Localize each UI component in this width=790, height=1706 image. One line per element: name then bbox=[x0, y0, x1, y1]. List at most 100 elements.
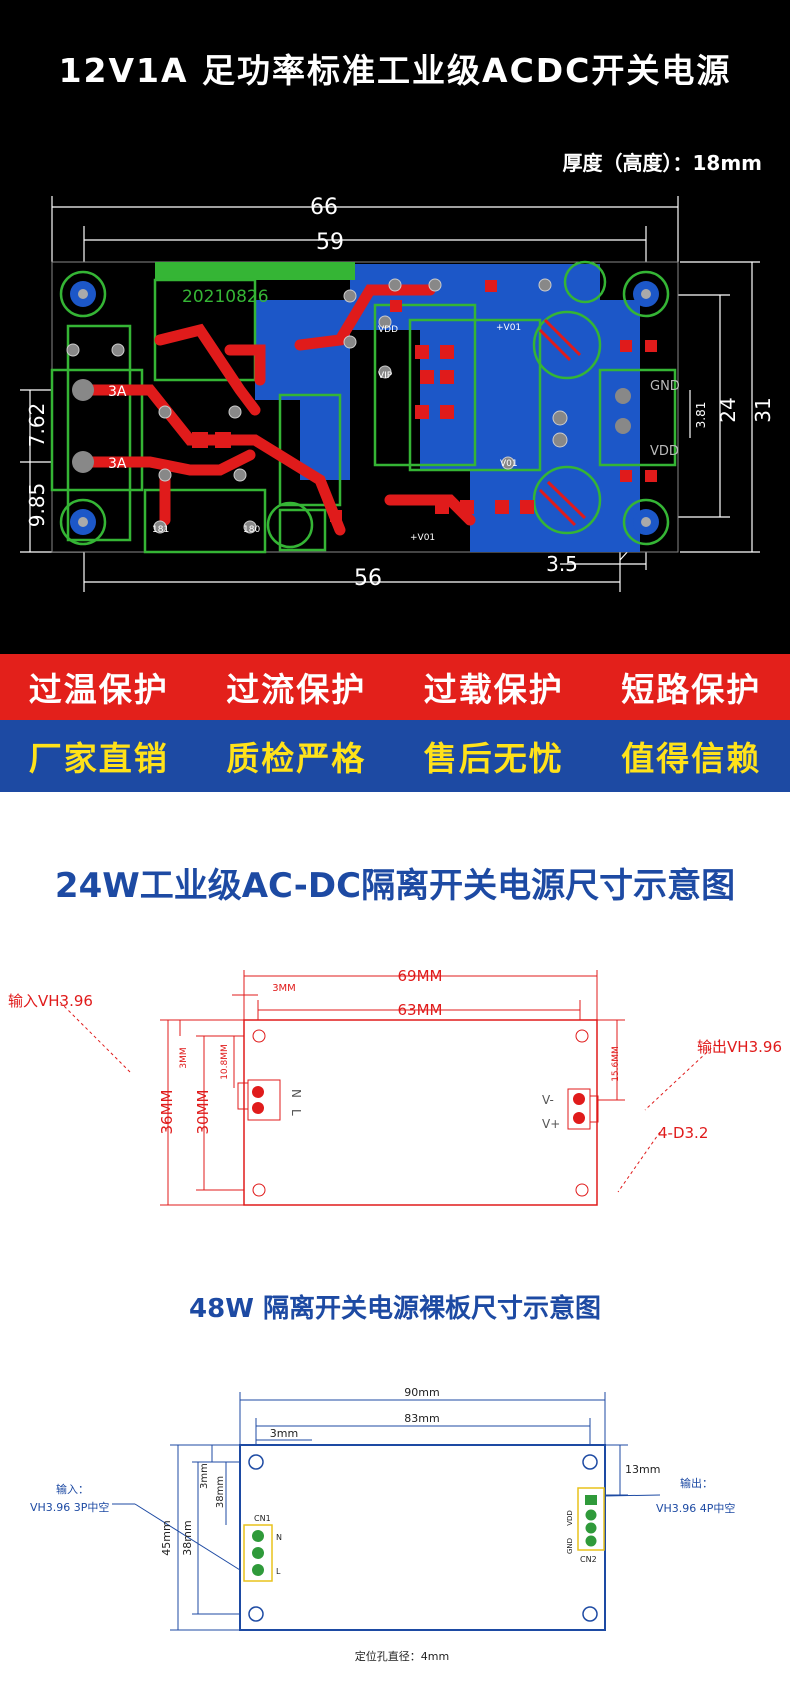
diagram-24w-title: 24W工业级AC-DC隔离开关电源尺寸示意图 bbox=[54, 866, 736, 906]
feature-short-circuit: 短路保护 bbox=[621, 670, 762, 709]
mount-hole-24w-bl bbox=[252, 1183, 266, 1197]
cn1-pin-l: L bbox=[276, 1567, 281, 1576]
cn2-connector bbox=[577, 1487, 605, 1551]
feature-after-sales: 售后无忧 bbox=[423, 739, 564, 778]
dim-9-85: 9.85 bbox=[25, 483, 49, 528]
leader-lines-24w bbox=[59, 1001, 721, 1193]
dim-30mm: 30MM bbox=[194, 1090, 212, 1135]
protection-banner: 过温保护 过流保护 过载保护 短路保护 bbox=[0, 654, 790, 720]
input-label-48w: 输入： bbox=[56, 1482, 89, 1496]
pcb-layout-drawing: 12V1A 足功率标准工业级ACDC开关电源 厚度（高度）：18mm bbox=[20, 51, 775, 592]
feature-overtemp: 过温保护 bbox=[28, 670, 169, 709]
vdd-pad-label: VDD bbox=[378, 325, 398, 335]
input-connector-24w bbox=[237, 1079, 281, 1121]
pcb-hero-section: 12V1A 足功率标准工业级ACDC开关电源 厚度（高度）：18mm bbox=[0, 0, 790, 654]
feature-factory-direct: 厂家直销 bbox=[28, 739, 169, 778]
dim-3-5: 3.5 bbox=[546, 552, 578, 576]
dim-56: 56 bbox=[354, 566, 382, 591]
cn1-pin-n: N bbox=[276, 1533, 282, 1542]
cn2-pin-vdd: VDD bbox=[566, 1510, 574, 1526]
vo2-label: V01 bbox=[500, 459, 518, 469]
mount-hole-48w-tl bbox=[248, 1454, 264, 1470]
diagram-24w: 69MM 63MM 3MM 3MM 10.8MM 15.6MM 36MM 30M… bbox=[8, 967, 782, 1206]
dim-3mm-left: 3MM bbox=[179, 1047, 189, 1068]
ac-fuse-label-1: 3A bbox=[108, 384, 127, 400]
dim-59: 59 bbox=[316, 230, 344, 255]
output-connector-24w bbox=[567, 1088, 599, 1130]
input-spec-48w: VH3.96 3P中空 bbox=[30, 1500, 109, 1514]
input-label-24w: 输入VH3.96 bbox=[8, 992, 93, 1010]
dim-7-62: 7.62 bbox=[25, 403, 49, 448]
dim-24: 24 bbox=[716, 397, 740, 422]
pcb-board: 20210826 3A 3A GND VDD VDD VIP +V01 V01 … bbox=[50, 260, 680, 554]
diagram-48w: 90mm 83mm 3mm 13mm 45mm 38mm 3mm 38mm 输入… bbox=[30, 1386, 735, 1663]
mount-hole-24w-tr bbox=[575, 1029, 589, 1043]
dim-69mm: 69MM bbox=[398, 967, 443, 985]
dim-90mm: 90mm bbox=[404, 1386, 439, 1399]
dim-15-6mm: 15.6MM bbox=[611, 1046, 621, 1082]
dim-3-81: 3.81 bbox=[694, 402, 708, 429]
feature-overload: 过载保护 bbox=[423, 670, 564, 709]
red-pads bbox=[192, 280, 657, 522]
terminal-vminus-24w: V- bbox=[542, 1093, 554, 1107]
diagram-48w-title: 48W 隔离开关电源裸板尺寸示意图 bbox=[189, 1294, 601, 1324]
vip-pad-label: VIP bbox=[378, 371, 393, 381]
dim-31: 31 bbox=[751, 397, 775, 422]
mounting-holes bbox=[70, 281, 659, 535]
through-hole-pads bbox=[66, 278, 568, 534]
hero-title: 12V1A 足功率标准工业级ACDC开关电源 bbox=[59, 51, 732, 90]
feature-trustworthy: 值得信赖 bbox=[621, 739, 762, 778]
dim-36mm: 36MM bbox=[158, 1090, 176, 1135]
dim-38mm-inner: 38mm bbox=[215, 1476, 226, 1508]
mount-hole-24w-tl bbox=[252, 1029, 266, 1043]
mount-hole-48w-tr bbox=[582, 1454, 598, 1470]
resistor-180-label: 180 bbox=[243, 525, 260, 535]
service-banner: 厂家直销 质检严格 售后无忧 值得信赖 bbox=[0, 720, 790, 792]
feature-overcurrent: 过流保护 bbox=[226, 670, 367, 709]
ac-fuse-label-2: 3A bbox=[108, 456, 127, 472]
hole-diameter-note: 定位孔直径：4mm bbox=[355, 1649, 449, 1663]
terminal-l-24w: L bbox=[289, 1109, 303, 1116]
dim-3mm-left-48w: 3mm bbox=[199, 1463, 210, 1489]
board-date: 20210826 bbox=[182, 287, 269, 307]
vo1-label: +V01 bbox=[496, 323, 521, 333]
cn1-connector bbox=[243, 1524, 273, 1582]
dim-lines-24w bbox=[160, 970, 625, 1206]
cn2-pin-gnd: GND bbox=[566, 1538, 574, 1554]
board-outline-48w bbox=[239, 1444, 606, 1631]
capacitor-hatching bbox=[538, 318, 587, 527]
board-outline-24w bbox=[243, 1019, 598, 1206]
thickness-label: 厚度（高度）：18mm bbox=[562, 151, 762, 175]
vdd-label: VDD bbox=[650, 444, 679, 459]
output-label-24w: 输出VH3.96 bbox=[697, 1038, 782, 1056]
dim-38mm-outer: 38mm bbox=[181, 1520, 194, 1555]
resistor-181-label: 181 bbox=[152, 525, 169, 535]
dim-66: 66 bbox=[310, 195, 338, 220]
dim-83mm: 83mm bbox=[404, 1412, 439, 1425]
gnd-label: GND bbox=[650, 379, 680, 394]
copper-pour-secondary bbox=[350, 264, 640, 552]
dim-45mm: 45mm bbox=[160, 1520, 173, 1555]
vo3-label: +V01 bbox=[410, 533, 435, 543]
cn2-label: CN2 bbox=[580, 1555, 597, 1564]
feature-strict-qc: 质检严格 bbox=[226, 739, 367, 778]
mount-hole-48w-br bbox=[582, 1606, 598, 1622]
silkscreen-bar bbox=[155, 262, 355, 280]
cn1-label: CN1 bbox=[254, 1514, 271, 1523]
mount-hole-48w-bl bbox=[248, 1606, 264, 1622]
silkscreen-outlines bbox=[50, 260, 677, 554]
output-spec-48w: VH3.96 4P中空 bbox=[656, 1501, 735, 1515]
dim-10-8mm: 10.8MM bbox=[220, 1044, 230, 1080]
dim-63mm: 63MM bbox=[398, 1001, 443, 1019]
holes-label-24w: 4-D3.2 bbox=[658, 1124, 708, 1142]
terminal-n-24w: N bbox=[289, 1089, 303, 1098]
dim-13mm: 13mm bbox=[625, 1463, 660, 1476]
dim-3mm-48w: 3mm bbox=[270, 1427, 298, 1440]
pcb-dimension-lines bbox=[20, 196, 760, 592]
dim-3mm-top: 3MM bbox=[272, 983, 296, 994]
output-label-48w: 输出： bbox=[680, 1476, 713, 1490]
terminal-vplus-24w: V+ bbox=[542, 1117, 560, 1131]
dim-lines-48w bbox=[112, 1392, 661, 1631]
mount-hole-24w-br bbox=[575, 1183, 589, 1197]
